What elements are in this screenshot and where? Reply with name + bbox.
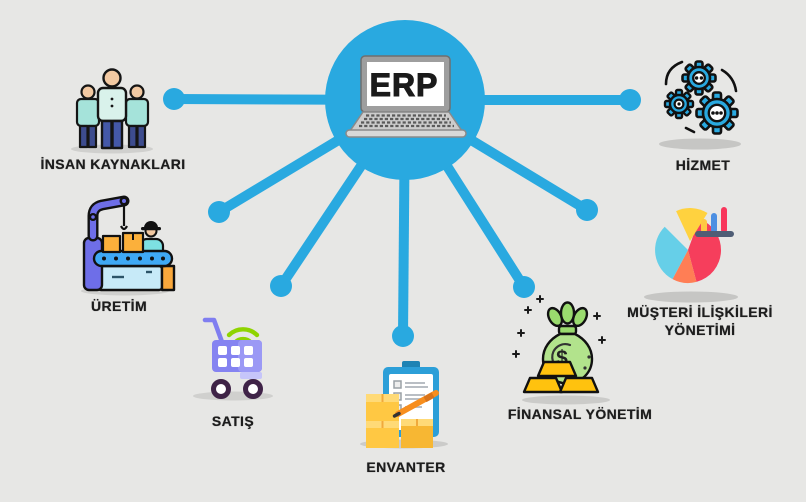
gear-orbit-arcs — [664, 60, 738, 134]
icon-shadow — [644, 291, 738, 303]
label-uretim: ÜRETİM — [90, 298, 148, 314]
gear-bottom-right — [695, 91, 739, 135]
label-musteri-line2: YÖNETİMİ — [664, 322, 736, 339]
icon-shadow — [659, 138, 741, 150]
pie-slice-cyan — [655, 226, 688, 280]
pen — [392, 390, 439, 418]
label-hizmet: HİZMET — [675, 157, 731, 173]
gears-icon — [659, 60, 741, 150]
label-satis: SATIŞ — [211, 413, 255, 429]
shopping-cart-wifi-icon — [193, 317, 273, 401]
cargo-boxes — [366, 394, 433, 448]
label-musteri-iliskileri-yonetimi: MÜŞTERİ İLİŞKİLERİ YÖNETİMİ — [590, 303, 806, 339]
pie-chart-icon — [644, 207, 738, 303]
label-envanter: ENVANTER — [366, 459, 446, 475]
label-finansal-yonetim: FİNANSAL YÖNETİM — [507, 406, 653, 422]
label-insan-kaynaklari: İNSAN KAYNAKLARI — [40, 156, 186, 172]
hub-label: ERP — [370, 67, 439, 103]
icon-shadow — [522, 395, 610, 405]
laptop-icon — [345, 55, 467, 138]
money-bag-gold-icon: $ — [512, 295, 610, 405]
robot-arm-conveyor-icon — [81, 195, 176, 296]
gear-top — [681, 60, 717, 96]
sparkles — [512, 295, 606, 358]
people-icon — [71, 68, 153, 154]
gear-left — [663, 88, 695, 120]
hub: ERP — [325, 20, 485, 180]
gold-bars — [522, 360, 600, 394]
pie-slice-orange — [672, 250, 697, 283]
pie-slice-yellow — [676, 208, 708, 241]
bag-leaves — [546, 301, 589, 328]
clipboard-boxes-icon — [360, 361, 448, 449]
mini-bar-chart — [695, 207, 734, 237]
label-musteri-line1: MÜŞTERİ İLİŞKİLERİ — [627, 304, 773, 320]
